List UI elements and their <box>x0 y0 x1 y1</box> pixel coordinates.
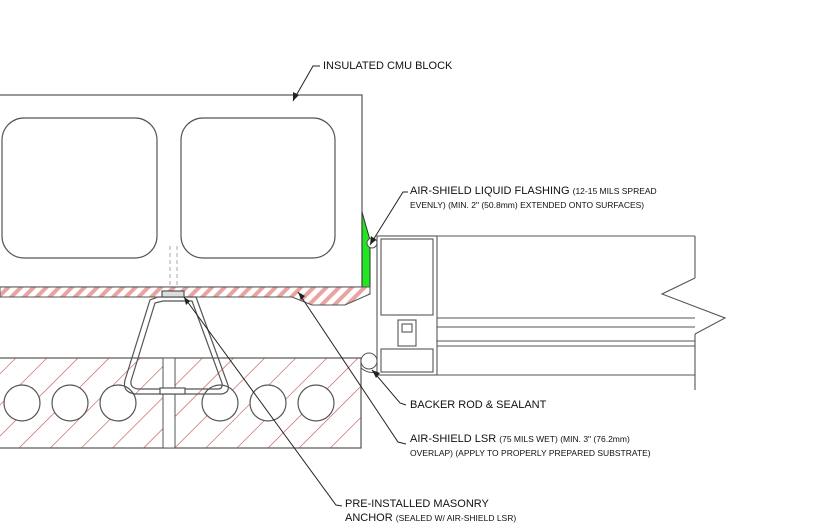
label-text: PRE-INSTALLED MASONRY <box>345 498 489 510</box>
backer-rod <box>360 352 378 370</box>
lsr-membrane <box>0 286 371 306</box>
window-frame <box>376 235 727 390</box>
label-detail: (SEALED W/ AIR-SHIELD LSR) <box>395 513 517 523</box>
label-liquid-flashing: AIR-SHIELD LIQUID FLASHING (12-15 MILS S… <box>410 184 657 212</box>
cmu-cell <box>180 117 336 259</box>
label-text: INSULATED CMU BLOCK <box>323 60 453 72</box>
label-masonry-anchor: PRE-INSTALLED MASONRY ANCHOR (SEALED W/ … <box>345 497 516 525</box>
label-text: AIR-SHIELD LSR <box>410 433 497 445</box>
label-backer-rod: BACKER ROD & SEALANT <box>410 398 546 412</box>
brick-veneer <box>0 357 362 449</box>
masonry-anchor <box>123 290 229 395</box>
label-text: AIR-SHIELD LIQUID FLASHING <box>410 185 570 197</box>
label-detail: (75 MILS WET) (MIN. 3" (76.2mm) <box>499 434 630 444</box>
label-cmu-block: INSULATED CMU BLOCK <box>323 59 452 73</box>
leader-lines <box>183 65 408 507</box>
label-detail: (12-15 MILS SPREAD <box>572 186 657 196</box>
label-text: BACKER ROD & SEALANT <box>410 399 547 411</box>
label-detail: EVENLY) (MIN. 2" (50.8mm) EXTENDED ONTO … <box>410 200 645 210</box>
label-detail: OVERLAP) (APPLY TO PROPERLY PREPARED SUB… <box>410 448 651 458</box>
label-lsr: AIR-SHIELD LSR (75 MILS WET) (MIN. 3" (7… <box>410 432 651 460</box>
label-text: ANCHOR <box>345 512 393 524</box>
cmu-block <box>0 94 363 292</box>
cmu-cell <box>1 117 158 259</box>
